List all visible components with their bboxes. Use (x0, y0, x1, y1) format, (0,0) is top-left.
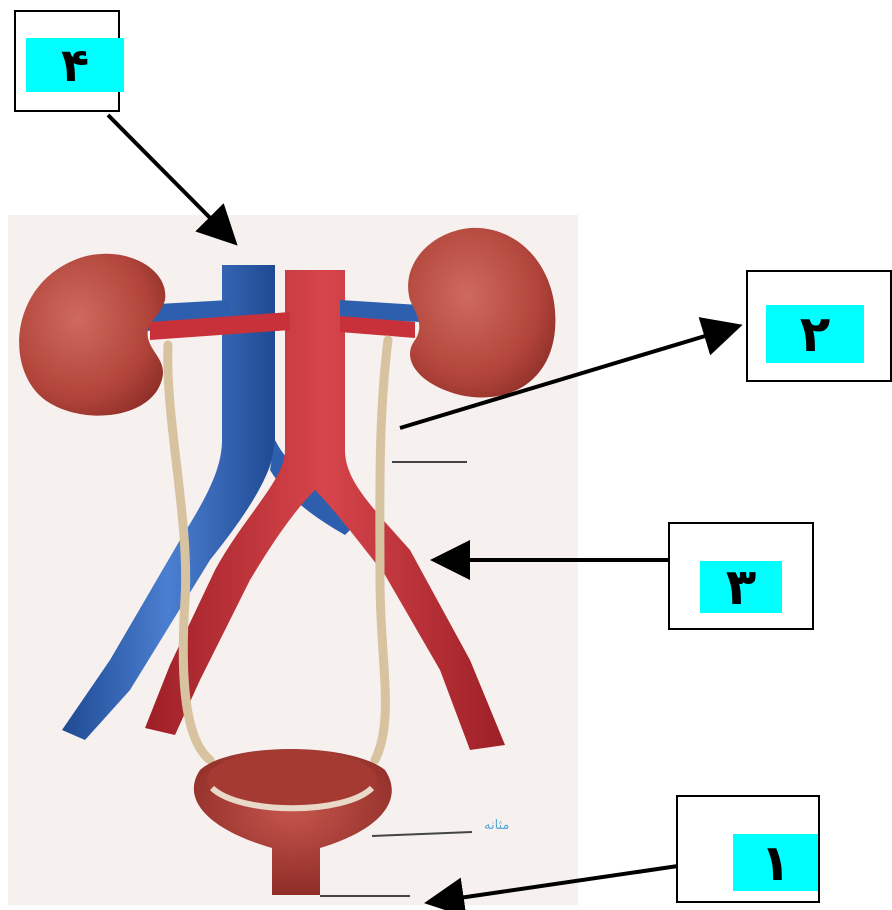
label-box-2: ٢ (746, 270, 892, 382)
bladder-annotation: مثانه (484, 818, 509, 833)
label-2: ٢ (766, 305, 864, 363)
label-1: ١ (733, 834, 818, 891)
label-box-3: ٣ (668, 522, 814, 630)
label-3: ٣ (700, 561, 782, 613)
label-box-4: ۴ (14, 10, 120, 112)
label-4: ۴ (26, 38, 124, 92)
label-box-1: ١ (676, 795, 820, 903)
